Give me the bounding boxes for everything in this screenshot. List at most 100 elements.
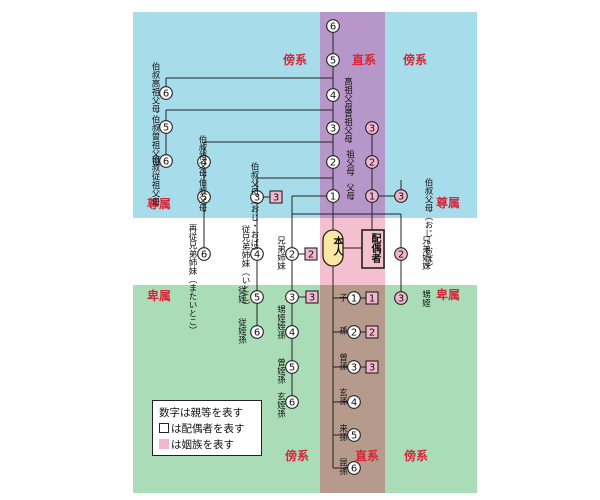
degree-circle [326, 19, 340, 33]
degree-number: 3 [330, 124, 336, 135]
lineal-descendant-label: 子 [337, 293, 348, 302]
legend: 数字は親等を表す は配偶者を表す は姻族を表す [152, 400, 262, 456]
affinity-degree-circle [365, 121, 379, 135]
degree-circle [285, 360, 299, 374]
degree-circle [285, 247, 299, 261]
degree-number: 3 [398, 294, 404, 305]
legend-row-degree: 数字は親等を表す [159, 404, 255, 420]
degree-circle [285, 290, 299, 304]
collateral-label: 伯叔祖父母 [197, 135, 207, 178]
degree-number: 3 [289, 293, 295, 304]
heading-collateral-bottom-left: 傍系 [285, 449, 310, 463]
lineal-ascendant-label: 祖父母 [344, 150, 355, 176]
degree-number: 5 [163, 123, 169, 134]
degree-number: 6 [330, 22, 336, 33]
degree-circle [197, 247, 211, 261]
heading-lineal-bottom: 直系 [355, 449, 380, 463]
collateral-label: 従兄弟姉妹（いとこ） [240, 225, 250, 310]
degree-number: 3 [351, 363, 357, 374]
degree-circle [326, 88, 340, 102]
collateral-label: 甥姪 [275, 305, 286, 322]
degree-number: 3 [369, 363, 375, 374]
degree-number: 6 [254, 328, 260, 339]
lineal-ascendant-label: 父母 [344, 183, 355, 200]
degree-number: 4 [201, 158, 207, 169]
lineal-ascendant-zone [320, 12, 385, 218]
lineal-descendant-label: 孫 [337, 326, 348, 335]
degree-number: 6 [163, 157, 169, 168]
legend-text: は配偶者を表す [171, 422, 245, 435]
heading-collateral-bottom-right: 傍系 [404, 449, 429, 463]
degree-number: 2 [351, 328, 357, 339]
degree-circle [159, 120, 173, 134]
heading-collateral-top-left: 傍系 [283, 53, 308, 67]
lineal-descendant-zone [320, 285, 385, 493]
degree-number: 5 [254, 293, 260, 304]
degree-number: 4 [289, 328, 295, 339]
collateral-label: 伯叔従祖父母 [150, 155, 160, 206]
degree-number: 3 [273, 193, 279, 204]
degree-number: 2 [398, 250, 404, 261]
degree-number: 4 [254, 250, 260, 261]
affinity-degree-circle [365, 155, 379, 169]
lineal-ascendant-label: 曾祖父母 [342, 109, 353, 143]
degree-number: 2 [308, 250, 314, 261]
spouse-degree-square [365, 325, 379, 339]
lineal-descendant-label: 来孫 [337, 424, 348, 441]
degree-circle [250, 325, 264, 339]
heading-ascendant-left: 尊属 [147, 197, 172, 211]
degree-circle [326, 121, 340, 135]
degree-circle [197, 155, 211, 169]
heading-descendant-right: 卑属 [436, 288, 461, 302]
degree-number: 2 [330, 158, 336, 169]
spouse-degree-square [365, 360, 379, 374]
degree-circle [326, 155, 340, 169]
collateral-label: 甥姪 [420, 290, 431, 307]
spouse-degree-square [365, 291, 379, 305]
heading-collateral-top-right: 傍系 [403, 53, 428, 67]
heading-ascendant-right: 尊属 [436, 196, 461, 210]
spouse-label: 配偶者 [369, 233, 380, 263]
degree-number: 1 [369, 294, 375, 305]
degree-number: 5 [351, 431, 357, 442]
collateral-label: 伯叔高祖父母 [150, 62, 160, 113]
collateral-label: 兄弟姉妹 [420, 236, 431, 270]
degree-number: 6 [163, 89, 169, 100]
spouse-degree-square [269, 190, 283, 204]
degree-circle [285, 395, 299, 409]
spouse-swatch-icon [159, 423, 169, 433]
lineal-descendant-label: 昆孫 [337, 458, 348, 475]
descendant-zone [133, 285, 477, 493]
degree-number: 4 [330, 91, 336, 102]
self-label: 本人 [331, 236, 342, 256]
degree-circle [326, 53, 340, 67]
collateral-label: 玄姪孫 [275, 392, 286, 418]
degree-circle [197, 190, 211, 204]
legend-text: 数字は親等を表す [159, 406, 243, 419]
degree-circle [326, 189, 340, 203]
affinity-degree-circle [394, 291, 408, 305]
degree-number: 6 [201, 250, 207, 261]
spouse-degree-square [305, 290, 319, 304]
lineal-descendant-label: 曾孫 [337, 353, 348, 370]
collateral-label: 兄弟姉妹 [275, 236, 286, 270]
heading-descendant-left: 卑属 [147, 289, 172, 303]
degree-circle [250, 190, 264, 204]
degree-number: 5 [289, 363, 295, 374]
affinity-swatch-icon [159, 439, 169, 449]
collateral-label: 伯叔父母（おじ・おば） [249, 162, 259, 256]
legend-row-spouse: は配偶者を表す [159, 420, 255, 436]
self-box [322, 229, 344, 267]
degree-number: 1 [351, 294, 357, 305]
legend-text: は姻族を表す [171, 438, 234, 451]
degree-number: 3 [254, 193, 260, 204]
collateral-label: 従姪孫 [236, 318, 247, 344]
lineal-descendant-label: 玄孫 [337, 388, 348, 405]
degree-number: 3 [398, 192, 404, 203]
degree-circle [159, 154, 173, 168]
degree-circle [250, 247, 264, 261]
affinity-degree-circle [394, 189, 408, 203]
degree-number: 6 [351, 464, 357, 475]
